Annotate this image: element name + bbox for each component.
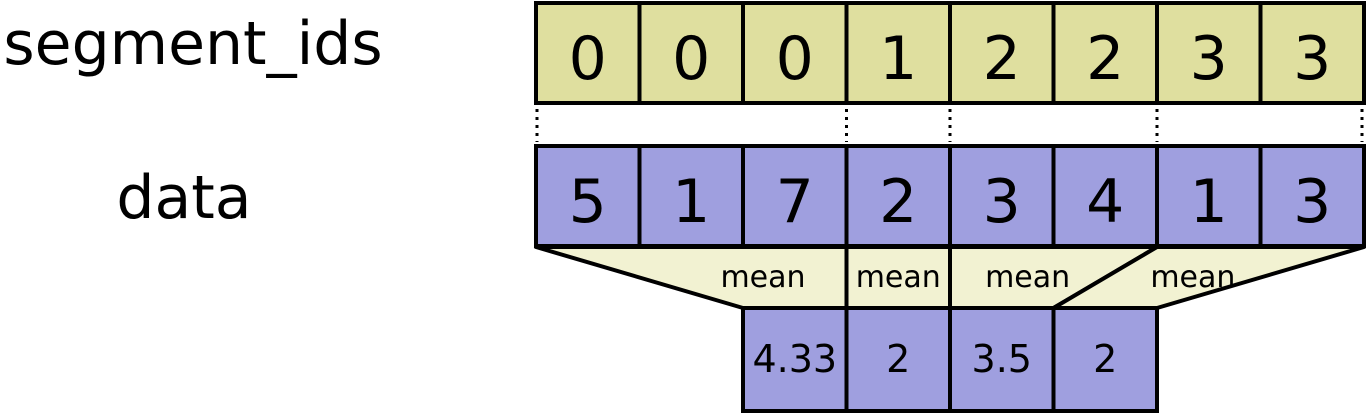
- segment-id-cell: [637, 1, 745, 105]
- segment-id-value: 0: [672, 24, 710, 94]
- data-cell: [637, 144, 745, 248]
- segment-id-value: 2: [1086, 24, 1124, 94]
- mean-label: mean: [856, 260, 941, 295]
- segment-id-cell: [948, 1, 1056, 105]
- segment-id-value: 0: [569, 24, 607, 94]
- segment-id-cell: [741, 1, 849, 105]
- data-cell: [948, 144, 1056, 248]
- data-cell: [1258, 144, 1366, 248]
- data-value: 4: [1086, 167, 1124, 237]
- segment-id-value: 2: [983, 24, 1021, 94]
- data-value: 2: [879, 167, 917, 237]
- data-value: 1: [672, 167, 710, 237]
- segment-id-cell: [1258, 1, 1366, 105]
- mean-label: mean: [720, 260, 805, 295]
- segment-id-value: 3: [1293, 24, 1331, 94]
- segment-id-cell: [1155, 1, 1263, 105]
- segment-id-value: 0: [776, 24, 814, 94]
- data-value: 3: [1293, 167, 1331, 237]
- data-value: 5: [569, 167, 607, 237]
- segment-ids-label: segment_ids: [3, 9, 382, 79]
- segment-id-value: 1: [879, 24, 917, 94]
- data-value: 3: [983, 167, 1021, 237]
- data-cell: [1155, 144, 1263, 248]
- result-value: 3.5: [972, 337, 1032, 381]
- data-cell: [844, 144, 952, 248]
- mean-funnels: mean mean mean mean: [534, 245, 1366, 310]
- segment-id-cell: [1051, 1, 1159, 105]
- mean-label: mean: [985, 260, 1070, 295]
- mean-label: mean: [1150, 260, 1235, 295]
- data-value: 7: [776, 167, 814, 237]
- segment-id-value: 3: [1190, 24, 1228, 94]
- result-value: 2: [1093, 337, 1117, 381]
- result-value: 2: [886, 337, 910, 381]
- result-cell: [844, 306, 952, 413]
- result-cell: [1051, 306, 1159, 413]
- result-value: 4.33: [752, 337, 837, 381]
- result-row: 4.33 2 3.5 2: [741, 306, 1159, 413]
- data-value: 1: [1190, 167, 1228, 237]
- segment-boundary-lines: [535, 109, 1364, 142]
- result-cell: [948, 306, 1056, 413]
- data-label: data: [116, 163, 251, 233]
- segment-id-cell: [534, 1, 642, 105]
